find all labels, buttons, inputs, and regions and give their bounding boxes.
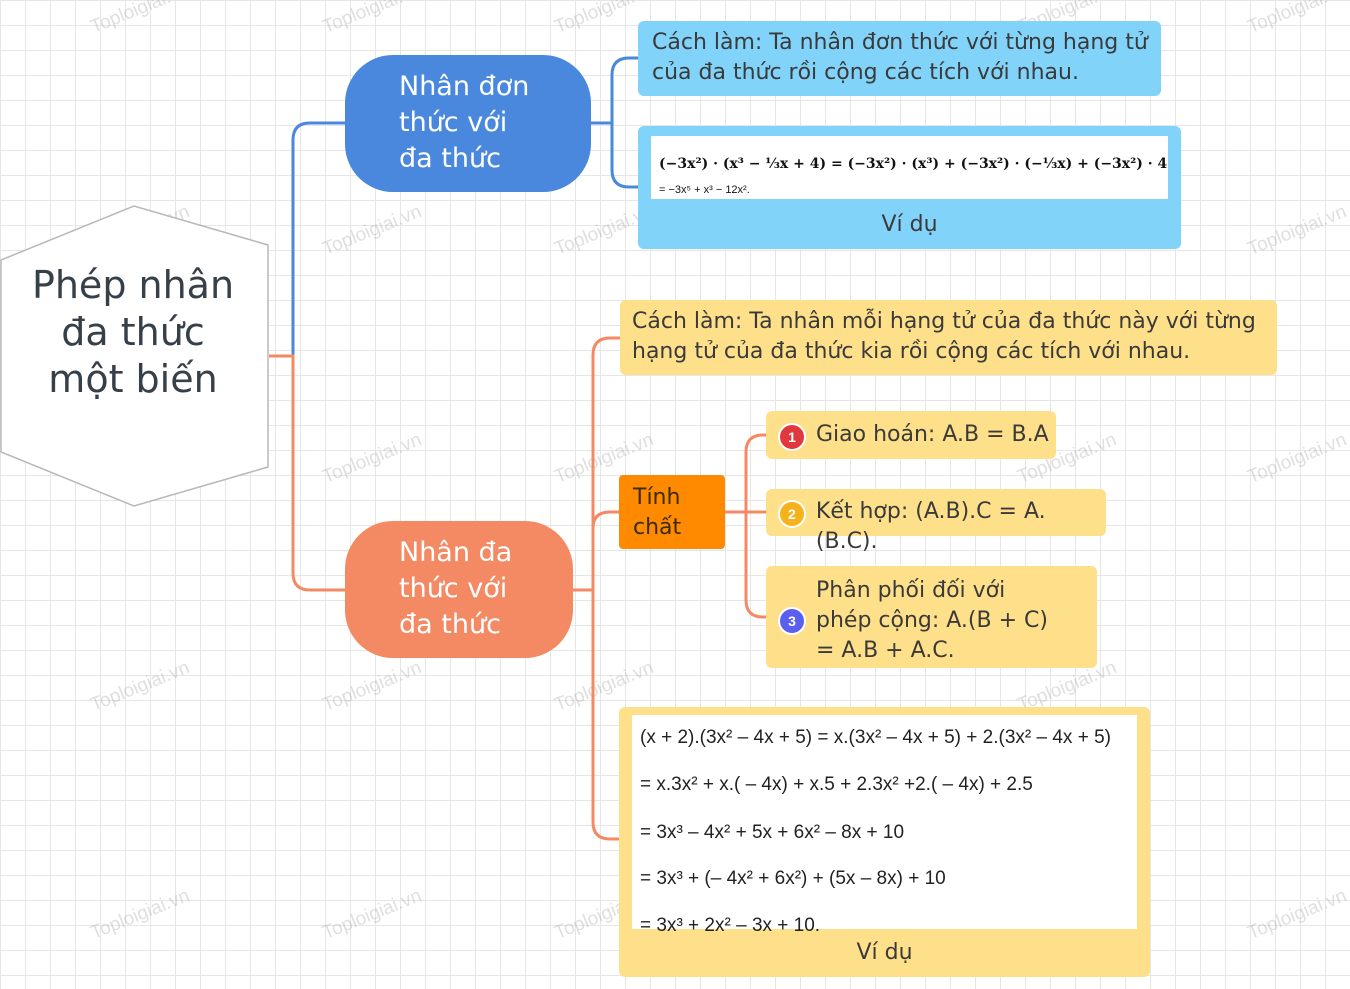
method-text: Cách làm: Ta nhân mỗi hạng tử của đa thứ… bbox=[632, 309, 1256, 364]
property-item-distributive[interactable]: 3 Phân phối đối với phép cộng: A.(B + C)… bbox=[766, 566, 1097, 668]
method-text: Cách làm: Ta nhân đơn thức với từng hạng… bbox=[652, 30, 1148, 85]
example-step: = x.3x² + x.( – 4x) + x.5 + 2.3x² +2.( –… bbox=[640, 774, 1033, 795]
method-box-polynomial[interactable]: Cách làm: Ta nhân mỗi hạng tử của đa thứ… bbox=[620, 300, 1277, 375]
number-1-icon: 1 bbox=[778, 423, 806, 451]
branch-node-polynomial-times-polynomial[interactable]: Nhân đa thức với đa thức bbox=[345, 521, 573, 658]
property-text: Phân phối đối với phép cộng: A.(B + C) =… bbox=[816, 578, 1048, 663]
example-box-polynomial[interactable]: (x + 2).(3x² – 4x + 5) = x.(3x² – 4x + 5… bbox=[619, 707, 1150, 977]
example-equation-line: (−3x²) · (x³ − ⅓x + 4) = (−3x²) · (x³) +… bbox=[659, 156, 1168, 172]
example-caption: Ví dụ bbox=[881, 212, 938, 237]
branch-node-monomial-times-polynomial[interactable]: Nhân đơn thức với đa thức bbox=[345, 55, 591, 192]
properties-node[interactable]: Tính chất bbox=[619, 475, 725, 549]
property-item-associative[interactable]: 2 Kết hợp: (A.B).C = A.(B.C). bbox=[766, 489, 1106, 554]
property-text: Kết hợp: (A.B).C = A.(B.C). bbox=[815, 499, 1046, 554]
property-item-commutative[interactable]: 1 Giao hoán: A.B = B.A bbox=[766, 411, 1056, 459]
number-3-icon: 3 bbox=[778, 607, 806, 635]
method-box-monomial[interactable]: Cách làm: Ta nhân đơn thức với từng hạng… bbox=[638, 21, 1161, 96]
example-box-monomial[interactable]: (−3x²) · (x³ − ⅓x + 4) = (−3x²) · (x³) +… bbox=[638, 126, 1181, 249]
example-steps-panel: (x + 2).(3x² – 4x + 5) = x.(3x² – 4x + 5… bbox=[632, 715, 1137, 936]
example-caption: Ví dụ bbox=[856, 940, 913, 965]
branch-title: Nhân đa thức với đa thức bbox=[399, 537, 513, 640]
example-image-panel: (−3x²) · (x³ − ⅓x + 4) = (−3x²) · (x³) +… bbox=[651, 136, 1168, 199]
number-2-icon: 2 bbox=[778, 500, 806, 528]
example-step: = 3x³ + 2x² – 3x + 10. bbox=[640, 915, 821, 936]
example-step: = 3x³ + (– 4x² + 6x²) + (5x – 8x) + 10 bbox=[640, 868, 946, 889]
property-text: Giao hoán: A.B = B.A bbox=[816, 422, 1049, 447]
properties-label: Tính chất bbox=[633, 485, 682, 540]
branch-title: Nhân đơn thức với đa thức bbox=[399, 71, 530, 174]
connector-lines bbox=[0, 56, 766, 841]
example-equation-result: = −3x⁵ + x³ − 12x². bbox=[659, 184, 750, 196]
example-step: (x + 2).(3x² – 4x + 5) = x.(3x² – 4x + 5… bbox=[640, 727, 1111, 748]
root-topic[interactable]: Phép nhân đa thức một biến bbox=[31, 263, 235, 401]
example-step: = 3x³ – 4x² + 5x + 6x² – 8x + 10 bbox=[640, 822, 905, 843]
